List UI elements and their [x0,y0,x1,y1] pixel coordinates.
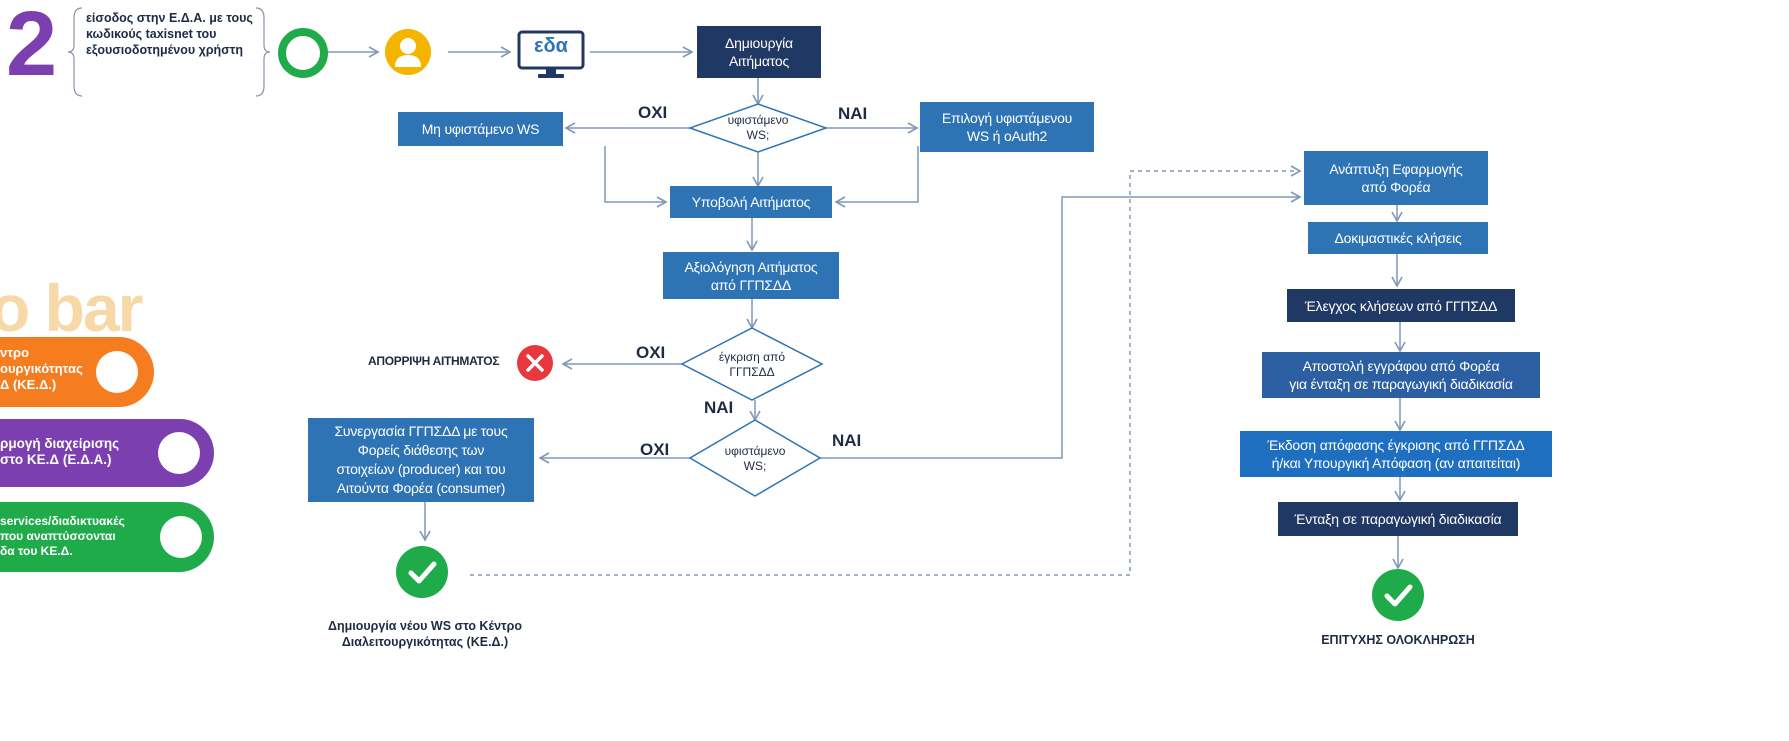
legend-item-ws: services/διαδικτυακές που αναπτύσσονται … [0,502,214,572]
success-caption: ΕΠΙΤΥΧΗΣ ΟΛΟΚΛΗΡΩΣΗ [1321,633,1475,647]
legend-item-eda-text: ρμογή διαχείρισης στο ΚΕ.Δ (Ε.Δ.Α.) [0,436,120,467]
cooperation-box: Συνεργασία ΓΓΠΣΔΔ με τους Φορείς διάθεση… [308,418,534,502]
decision-ws-1-text: υφιστάμενο WS; [727,113,789,142]
step-description: είσοδος στην Ε.Δ.Α. με τους κωδικούς tax… [86,11,253,57]
legend-item-eda-knob [158,432,200,474]
legend-item-ked-knob [96,351,138,393]
legend-item-eda: ρμογή διαχείρισης στο ΚΕ.Δ (Ε.Δ.Α.) [0,419,214,487]
eda-icon-text: εδα [534,35,568,57]
app-development-box: Ανάπτυξη Εφαρμογής από Φορέα [1304,151,1488,205]
decision-ws-2-text: υφιστάμενο WS; [724,444,786,473]
reject-x-icon [517,345,553,381]
user-icon [385,29,431,75]
legend-item-ws-knob [160,516,202,558]
brace-right [255,7,271,97]
decision-approval-no-label: ΟΧΙ [636,343,666,362]
dashed-link-to-app [470,165,1302,576]
decision-ws-1-yes-label: ΝΑΙ [838,104,868,123]
new-ws-check-icon [396,546,448,598]
brace-left [67,7,83,97]
success-check-icon [1372,569,1424,621]
decision-ws-1-no-label: ΟΧΙ [638,103,668,122]
production-box: Ένταξη σε παραγωγική διαδικασία [1278,502,1518,536]
submit-request-box: Υποβολή Αιτήματος [670,186,832,218]
decision-ws-2-yes-label: ΝΑΙ [832,431,862,450]
decision-approval-yes-label: ΝΑΙ [704,398,734,417]
legend-watermark: o bar [0,271,143,345]
decision-approval-shape [680,327,824,401]
start-circle-icon [278,28,328,78]
arrow-nows-to-submit [604,146,668,208]
arrow-decision2-yes [820,191,1302,459]
no-ws-box: Μη υφιστάμενο WS [398,112,563,146]
arrow-selectws-to-submit [834,146,919,208]
legend-item-ked-text: ντρο ουργικότητας Δ (ΚΕ.Δ.) [0,345,83,392]
call-check-box: Έλεγχος κλήσεων από ΓΓΠΣΔΔ [1287,289,1515,322]
select-ws-box: Επιλογή υφιστάμενου WS ή oAuth2 [920,102,1094,152]
legend-item-ked: ντρο ουργικότητας Δ (ΚΕ.Δ.) [0,337,154,407]
step-number: 2 [6,0,58,95]
decision-approval-text: έγκριση από ΓΓΠΣΔΔ [718,350,786,379]
send-document-box: Αποστολή εγγράφου από Φορέα για ένταξη σ… [1262,352,1540,398]
approval-decision-box: Έκδοση απόφασης έγκρισης από ΓΓΠΣΔΔ ή/κα… [1240,431,1552,477]
new-ws-caption: Δημιουργία νέου WS στο Κέντρο Διαλειτουρ… [327,619,522,649]
rejection-label: ΑΠΟΡΡΙΨΗ ΑΙΤΗΜΑΤΟΣ [368,354,500,368]
decision-ws-2-shape [688,419,822,497]
evaluate-request-box: Αξιολόγηση Αιτήματος από ΓΓΠΣΔΔ [663,252,839,299]
test-calls-box: Δοκιμαστικές κλήσεις [1308,222,1488,254]
decision-ws-2-no-label: ΟΧΙ [640,440,670,459]
create-request-box: Δημιουργία Αιτήματος [697,26,821,78]
legend-item-ws-text: services/διαδικτυακές που αναπτύσσονται … [0,514,125,558]
decision-ws-1-shape [687,103,829,153]
eda-monitor-icon: εδα [516,30,586,80]
